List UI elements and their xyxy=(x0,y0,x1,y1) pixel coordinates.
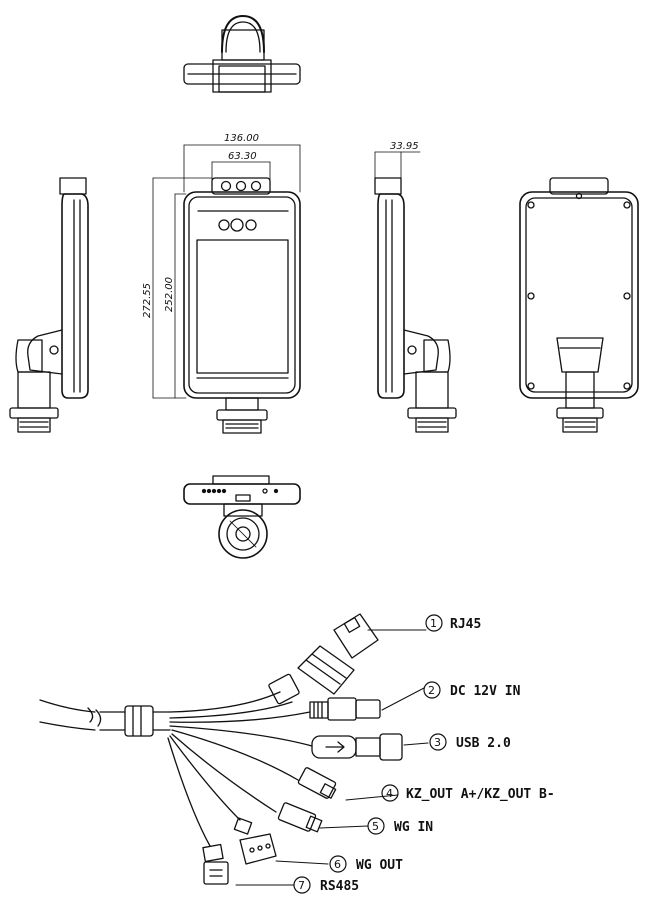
cable-rs485 xyxy=(167,737,211,847)
label-wg-out: WG OUT xyxy=(356,858,403,873)
cable-kz xyxy=(171,729,299,781)
front-view xyxy=(152,144,301,434)
callout-number-6: 6 xyxy=(334,858,341,871)
label-usb: USB 2.0 xyxy=(456,736,511,751)
bottom-view xyxy=(183,475,301,559)
left-side-view xyxy=(9,177,89,433)
label-rs485: RS485 xyxy=(320,879,359,894)
label-wg-in: WG IN xyxy=(394,820,433,835)
top-view xyxy=(183,15,301,93)
callout-number-1: 1 xyxy=(430,617,437,630)
cable-wg-out xyxy=(169,735,241,821)
cable-rj45 xyxy=(169,691,281,713)
callout-number-3: 3 xyxy=(434,736,441,749)
dim-camera-width: 63.30 xyxy=(228,151,257,162)
label-dc-12v-in: DC 12V IN xyxy=(450,684,521,699)
label-rj45: RJ45 xyxy=(450,617,481,632)
callout-number-5: 5 xyxy=(372,820,379,833)
callout-circles xyxy=(293,614,447,894)
callout-number-4: 4 xyxy=(386,787,393,800)
callout-leaders xyxy=(235,629,429,886)
dim-overall-height: 272.55 xyxy=(142,283,153,318)
dimension-labels: 136.00 63.30 33.95 272.55 252.00 xyxy=(142,133,419,318)
dim-screen-height: 252.00 xyxy=(164,277,175,312)
back-view xyxy=(519,177,639,433)
callout-number-7: 7 xyxy=(298,879,305,892)
cable-dc xyxy=(169,711,311,723)
label-kz-out: KZ_OUT A+/KZ_OUT B- xyxy=(406,787,555,802)
cable-harness xyxy=(39,613,403,885)
cable-usb xyxy=(169,725,313,747)
dim-overall-width: 136.00 xyxy=(224,133,259,144)
cable-wg-in xyxy=(171,733,277,813)
dim-depth: 33.95 xyxy=(390,141,419,152)
connector-labels: 1 RJ45 2 DC 12V IN 3 USB 2.0 4 KZ_OUT A+… xyxy=(298,617,555,894)
right-side-view xyxy=(374,151,457,433)
callout-number-2: 2 xyxy=(428,684,435,697)
